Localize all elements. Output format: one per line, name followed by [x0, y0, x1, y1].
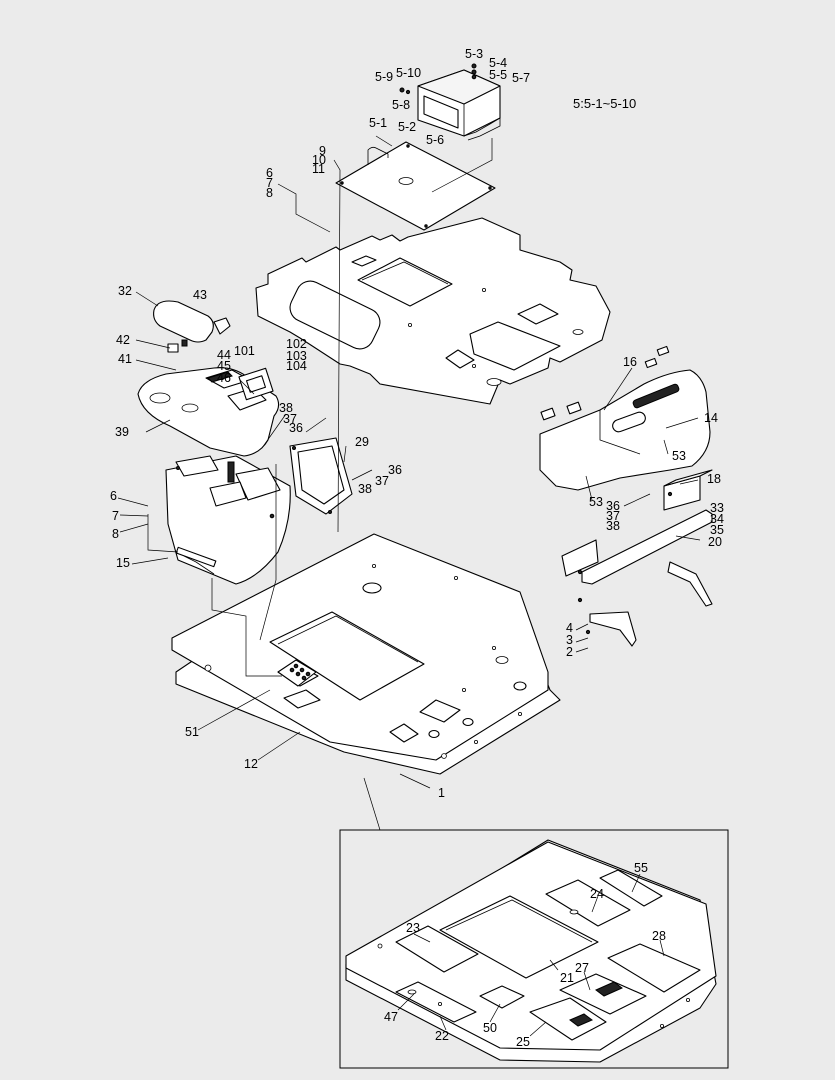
spring-coil	[632, 383, 680, 409]
callout-label: 29	[355, 435, 369, 449]
callout-label: 27	[575, 961, 589, 975]
callout-label: 14	[704, 411, 718, 425]
callout-label: 38	[358, 482, 372, 496]
callout-label: 5-7	[512, 71, 530, 85]
callout-label: 35	[710, 523, 724, 537]
callout-label: 53	[589, 495, 603, 509]
callout-label: 38	[606, 519, 620, 533]
callout-label: 55	[634, 861, 648, 875]
bracket-18	[663, 469, 713, 511]
callout-label: 8	[266, 186, 273, 200]
inset-leader-lines	[397, 873, 665, 1037]
callout-label: 5-3	[465, 47, 483, 61]
callout-label: 36	[289, 421, 303, 435]
floor-mat	[255, 217, 611, 405]
callout-label: 5-10	[396, 66, 421, 80]
callout-label: 5-4	[489, 56, 507, 70]
callout-label: 41	[118, 352, 132, 366]
callout-label: 36	[606, 499, 620, 513]
callout-label: 50	[483, 1021, 497, 1035]
callout-label: 22	[435, 1029, 449, 1043]
callout-label: 32	[118, 284, 132, 298]
rail-20	[561, 509, 713, 647]
callout-label: 33	[710, 501, 724, 515]
detail-inset-frame	[339, 829, 729, 1069]
callout-label: 5-1	[369, 116, 387, 130]
callout-label: 5-5	[489, 68, 507, 82]
callout-label: 5-8	[392, 98, 410, 112]
cover-29	[289, 437, 353, 515]
callout-label: 104	[286, 359, 307, 373]
callout-label: 101	[234, 344, 255, 358]
callout-label: 46	[217, 371, 231, 385]
callout-label: 28	[652, 929, 666, 943]
callout-label: 12	[244, 757, 258, 771]
callout-label: 11	[312, 162, 325, 176]
part-5-box	[399, 63, 501, 141]
callout-label: 39	[115, 425, 129, 439]
callout-label: 7	[112, 509, 119, 523]
callout-label: 6	[266, 166, 273, 180]
callout-label: 44	[217, 348, 231, 362]
callout-label: 53	[672, 449, 686, 463]
callout-label: 4	[566, 621, 573, 635]
callout-label: 5-2	[398, 120, 416, 134]
callout-label: 9	[319, 144, 326, 158]
callout-label: 37	[606, 509, 620, 523]
callout-labels: 5-3 5-4 5-5 5-7 5-9 5-10 5-8 5-2 5-6 5-1…	[110, 47, 724, 1049]
callout-label: 23	[406, 921, 420, 935]
callout-label: 103	[286, 349, 307, 363]
callout-label: 34	[710, 512, 724, 526]
callout-label: 2	[566, 645, 573, 659]
callout-label: 102	[286, 337, 307, 351]
leader-lines	[117, 135, 701, 831]
callout-label: 8	[112, 527, 119, 541]
callout-label: 25	[516, 1035, 530, 1049]
console-lower-body	[165, 455, 291, 585]
callout-label: 45	[217, 359, 231, 373]
callout-label: 18	[707, 472, 721, 486]
callout-label: 38	[279, 401, 293, 415]
callout-label: 20	[708, 535, 722, 549]
reference-note: 5:5-1~5-10	[573, 96, 636, 111]
console-tray	[137, 367, 280, 457]
side-panel-14	[539, 345, 711, 491]
callout-label: 36	[388, 463, 402, 477]
callout-label: 5-9	[375, 70, 393, 84]
callout-label: 5-6	[426, 133, 444, 147]
callout-label: 51	[185, 725, 199, 739]
callout-label: 10	[312, 153, 326, 167]
callout-label: 1	[438, 786, 445, 800]
callout-label: 37	[375, 474, 389, 488]
inset-floor-plate	[345, 839, 717, 1063]
callout-label: 7	[266, 176, 273, 190]
part-5-1-plate	[335, 141, 496, 231]
callout-label: 15	[116, 556, 130, 570]
floor-plate-main	[171, 533, 561, 775]
callout-label: 47	[384, 1010, 398, 1024]
callout-label: 42	[116, 333, 130, 347]
armrest-pad	[153, 300, 231, 353]
callout-label: 37	[283, 412, 297, 426]
callout-label: 3	[566, 633, 573, 647]
callout-label: 21	[560, 971, 574, 985]
callout-label: 24	[590, 887, 604, 901]
callout-label: 43	[193, 288, 207, 302]
keypad-51	[277, 659, 317, 687]
callout-label: 16	[623, 355, 637, 369]
callout-label: 6	[110, 489, 117, 503]
